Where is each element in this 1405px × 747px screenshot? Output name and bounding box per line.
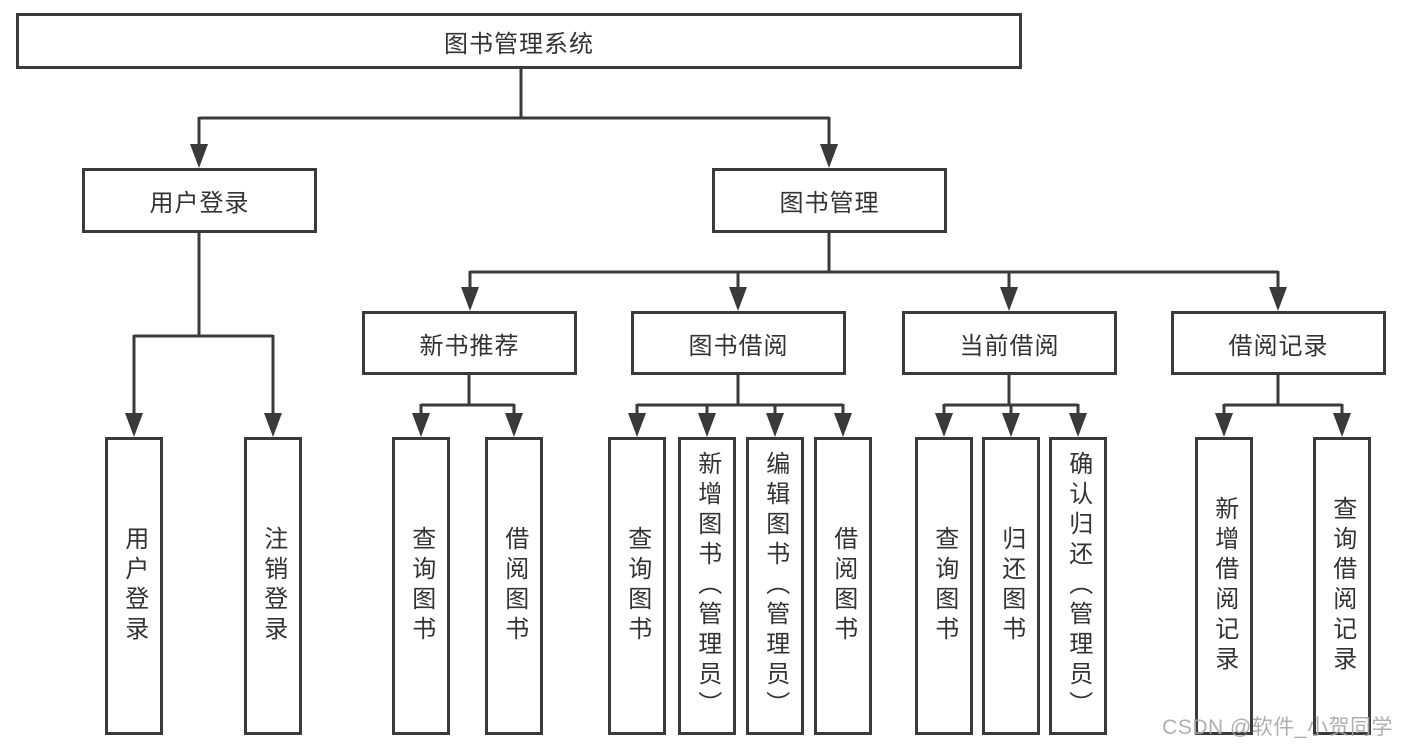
- node-label: 查询图书: [623, 526, 651, 646]
- node-book-management: 图书管理: [712, 168, 947, 233]
- node-label: 归还图书: [997, 526, 1025, 646]
- node-label: 用户登录: [120, 526, 148, 646]
- node-query-books-borrow: 查询图书: [608, 437, 666, 735]
- node-label: 图书管理系统: [444, 30, 594, 58]
- node-label: 确认归还（管理员）: [1064, 451, 1092, 721]
- node-label: 编辑图书（管理员）: [761, 451, 789, 721]
- node-label: 借阅图书: [500, 526, 528, 646]
- node-label: 借阅记录: [1228, 332, 1329, 360]
- node-label: 新增图书（管理员）: [693, 451, 721, 721]
- node-label: 当前借阅: [959, 332, 1060, 360]
- csdn-watermark: CSDN @软件_小贺同学: [1162, 716, 1393, 739]
- node-query-borrow-record: 查询借阅记录: [1313, 437, 1371, 735]
- node-new-book-recommend: 新书推荐: [362, 311, 577, 375]
- node-label: 查询图书: [407, 526, 435, 646]
- node-book-borrow: 图书借阅: [631, 311, 846, 375]
- node-query-books-recommend: 查询图书: [392, 437, 450, 735]
- node-add-borrow-record: 新增借阅记录: [1195, 437, 1253, 735]
- node-borrow-books: 借阅图书: [814, 437, 872, 735]
- node-borrow-record: 借阅记录: [1171, 311, 1386, 375]
- node-label: 图书管理: [779, 190, 880, 217]
- node-label: 图书借阅: [688, 332, 789, 360]
- node-user-login-action: 用户登录: [105, 437, 163, 735]
- node-user-login: 用户登录: [82, 168, 317, 233]
- node-label: 查询图书: [930, 526, 958, 646]
- node-label: 用户登录: [149, 190, 250, 217]
- node-label: 注销登录: [259, 526, 287, 646]
- node-query-books-current: 查询图书: [915, 437, 973, 735]
- node-confirm-return-admin: 确认归还（管理员）: [1049, 437, 1107, 735]
- arrowhead-icons: [125, 144, 1351, 437]
- node-label: 新书推荐: [419, 332, 520, 360]
- node-edit-books-admin: 编辑图书（管理员）: [746, 437, 804, 735]
- node-current-borrow: 当前借阅: [902, 311, 1117, 375]
- node-borrow-books-recommend: 借阅图书: [485, 437, 543, 735]
- node-label: 新增借阅记录: [1210, 496, 1238, 676]
- node-library-management-system: 图书管理系统: [16, 13, 1022, 69]
- node-add-books-admin: 新增图书（管理员）: [678, 437, 736, 735]
- node-label: 借阅图书: [829, 526, 857, 646]
- node-logout: 注销登录: [244, 437, 302, 735]
- node-return-books: 归还图书: [982, 437, 1040, 735]
- node-label: 查询借阅记录: [1328, 496, 1356, 676]
